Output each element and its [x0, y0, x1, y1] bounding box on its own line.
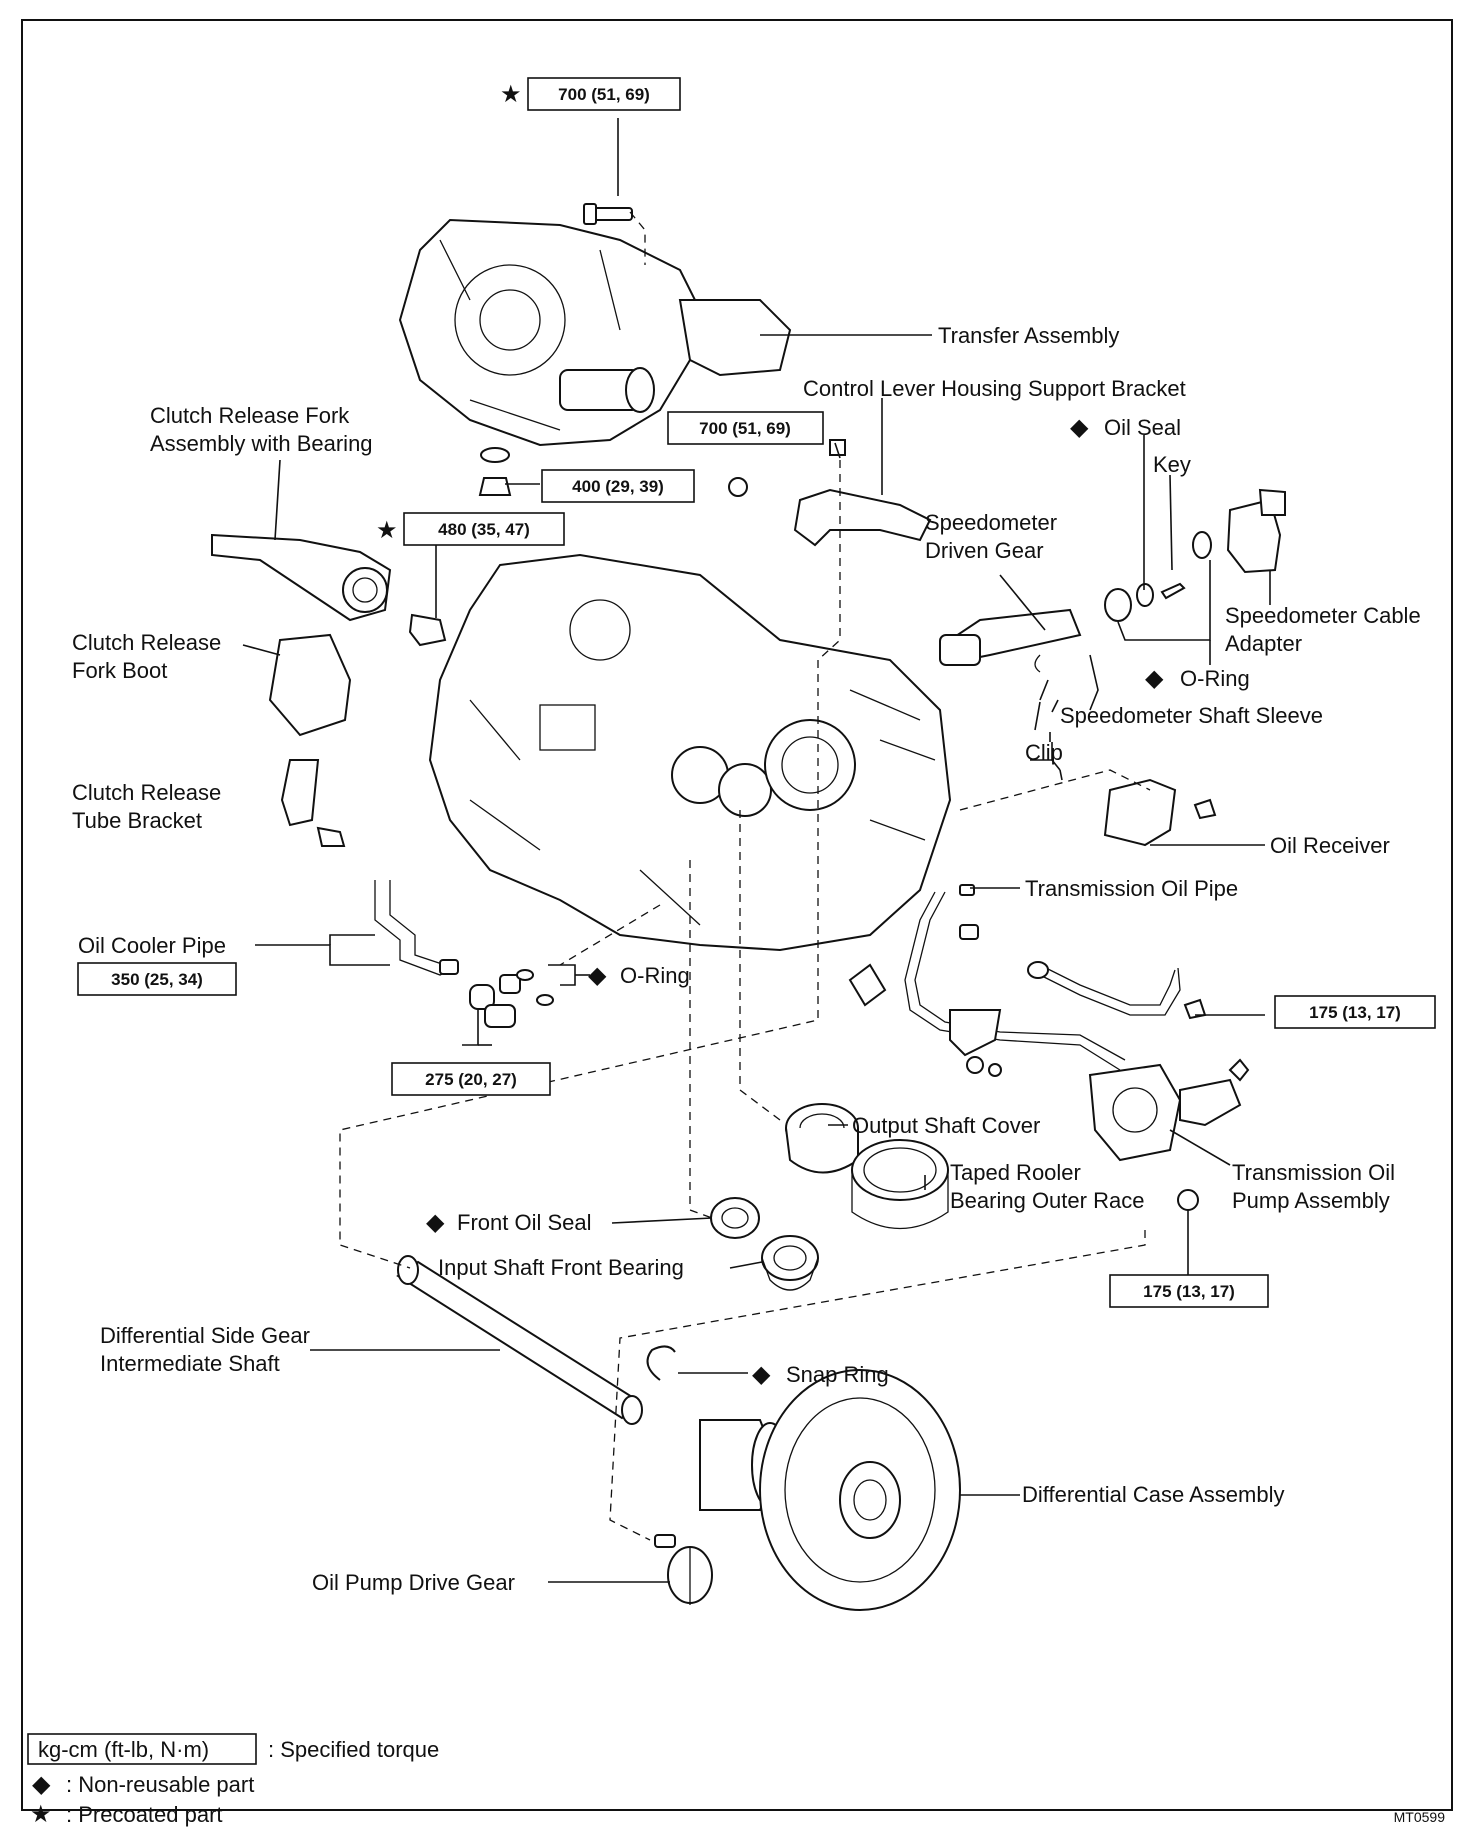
label-diff-shaft-line2: Intermediate Shaft — [100, 1351, 280, 1376]
tube-bracket-drawing — [280, 759, 346, 847]
diamond-symbol: ◆ — [588, 961, 607, 989]
clutch-fork-boot-drawing — [268, 633, 352, 737]
label-clutch-fork-line2: Assembly with Bearing — [150, 431, 373, 456]
label-o-ring-right: O-Ring — [1180, 666, 1250, 691]
diamond-symbol: ◆ — [1070, 413, 1089, 441]
svg-text:700 (51, 69): 700 (51, 69) — [558, 85, 650, 104]
svg-text:175 (13, 17): 175 (13, 17) — [1143, 1282, 1235, 1301]
leader-lines — [242, 118, 1271, 1583]
frame — [21, 19, 1453, 1811]
front-oil-seal-drawing — [710, 1197, 760, 1239]
assembly-dashed-lines — [339, 211, 1151, 1541]
label-front-oil-seal: Front Oil Seal — [457, 1210, 592, 1235]
label-clutch-boot-line2: Fork Boot — [72, 658, 167, 683]
oil-pump-assembly-drawing — [1088, 1058, 1250, 1162]
star-symbol: ★ — [376, 516, 398, 544]
label-snap-ring: Snap Ring — [786, 1362, 889, 1387]
taped-bearing-race-drawing — [851, 1139, 949, 1230]
torque-box-mid: 700 (51, 69) — [667, 411, 824, 445]
torque-box-480: 480 (35, 47) — [403, 512, 565, 546]
star-symbol: ★ — [500, 80, 522, 108]
label-speedo-sleeve: Speedometer Shaft Sleeve — [1060, 703, 1323, 728]
differential-case-drawing — [699, 1369, 961, 1611]
label-control-lever-bracket: Control Lever Housing Support Bracket — [803, 376, 1186, 401]
clutch-release-fork-drawing — [211, 533, 392, 622]
label-transfer-assembly: Transfer Assembly — [938, 323, 1119, 348]
svg-text:275 (20, 27): 275 (20, 27) — [425, 1070, 517, 1089]
torque-box-175a: 175 (13, 17) — [1274, 995, 1436, 1029]
label-tube-bracket-line1: Clutch Release — [72, 780, 221, 805]
label-diff-case: Differential Case Assembly — [1022, 1482, 1285, 1507]
label-o-ring-left: O-Ring — [620, 963, 690, 988]
label-clutch-fork-line1: Clutch Release Fork — [150, 403, 350, 428]
label-diff-shaft-line1: Differential Side Gear — [100, 1323, 310, 1348]
transfer-bolt-top — [583, 203, 633, 225]
label-key: Key — [1153, 452, 1191, 477]
torque-box-175b: 175 (13, 17) — [1109, 1274, 1269, 1308]
label-tube-bracket-line2: Tube Bracket — [72, 808, 202, 833]
label-oil-receiver: Oil Receiver — [1270, 833, 1390, 858]
torque-box-275: 275 (20, 27) — [391, 1062, 551, 1096]
control-lever-bracket-drawing — [793, 488, 932, 547]
legend-precoated: : Precoated part — [66, 1802, 223, 1827]
intermediate-shaft-drawing — [396, 1255, 643, 1425]
label-speedo-gear-line2: Driven Gear — [925, 538, 1044, 563]
label-speedo-adapter-line1: Speedometer Cable — [1225, 603, 1421, 628]
diamond-symbol: ◆ — [426, 1208, 445, 1236]
label-pump-line2: Pump Assembly — [1232, 1188, 1390, 1213]
transmission-oil-pipe-drawing — [848, 884, 1126, 1077]
legend-torque-unit: kg-cm (ft-lb, N·m) — [38, 1737, 209, 1762]
svg-text:700 (51, 69): 700 (51, 69) — [699, 419, 791, 438]
legend: kg-cm (ft-lb, N·m) : Specified torque ◆ … — [27, 1733, 439, 1828]
label-pump-line1: Transmission Oil — [1232, 1160, 1395, 1185]
legend-nonreusable: : Non-reusable part — [66, 1772, 254, 1797]
label-input-bearing: Input Shaft Front Bearing — [438, 1255, 684, 1280]
legend-torque-box — [27, 1733, 257, 1765]
label-speedo-adapter-line2: Adapter — [1225, 631, 1302, 656]
snap-ring-drawing — [646, 1345, 676, 1381]
output-shaft-cover-drawing — [785, 1103, 859, 1174]
torque-box-350: 350 (25, 34) — [77, 962, 237, 996]
label-oil-cooler-pipe: Oil Cooler Pipe — [78, 933, 226, 958]
small-bolt-175-drawing — [1177, 1189, 1199, 1211]
oil-cooler-pipe-drawing — [374, 880, 554, 1028]
fork-bolt-drawing — [408, 613, 447, 647]
oil-pump-drive-gear-drawing — [654, 1534, 713, 1605]
label-pump-drive: Oil Pump Drive Gear — [312, 1570, 515, 1595]
label-clutch-boot-line1: Clutch Release — [72, 630, 221, 655]
legend-torque-desc: : Specified torque — [268, 1737, 439, 1762]
oil-strainer-pipe-drawing — [1027, 961, 1207, 1020]
oil-receiver-drawing — [1103, 778, 1217, 847]
input-bearing-drawing — [761, 1235, 819, 1291]
torque-box-top: 700 (51, 69) — [527, 77, 681, 111]
label-trans-oil-pipe: Transmission Oil Pipe — [1025, 876, 1238, 901]
label-clip: Clip — [1025, 740, 1063, 765]
svg-text:175 (13, 17): 175 (13, 17) — [1309, 1003, 1401, 1022]
transmission-case-drawing — [428, 553, 952, 952]
legend-star-symbol: ★ — [30, 1800, 52, 1828]
speedometer-parts-drawing — [939, 488, 1286, 673]
legend-diamond-symbol: ◆ — [32, 1770, 51, 1798]
svg-text:350 (25, 34): 350 (25, 34) — [111, 970, 203, 989]
diamond-symbol: ◆ — [1145, 664, 1164, 692]
transfer-assembly-drawing — [398, 218, 792, 447]
torque-box-400: 400 (29, 39) — [541, 469, 695, 503]
label-taped-line1: Taped Rooler — [950, 1160, 1081, 1185]
label-output-cover: Output Shaft Cover — [852, 1113, 1040, 1138]
label-taped-line2: Bearing Outer Race — [950, 1188, 1144, 1213]
label-speedo-gear-line1: Speedometer — [925, 510, 1057, 535]
transfer-washer-nut — [478, 439, 846, 497]
diamond-symbol: ◆ — [752, 1360, 771, 1388]
svg-text:480 (35, 47): 480 (35, 47) — [438, 520, 530, 539]
svg-text:400 (29, 39): 400 (29, 39) — [572, 477, 664, 496]
figure-code: MT0599 — [1394, 1809, 1446, 1825]
label-oil-seal: Oil Seal — [1104, 415, 1181, 440]
